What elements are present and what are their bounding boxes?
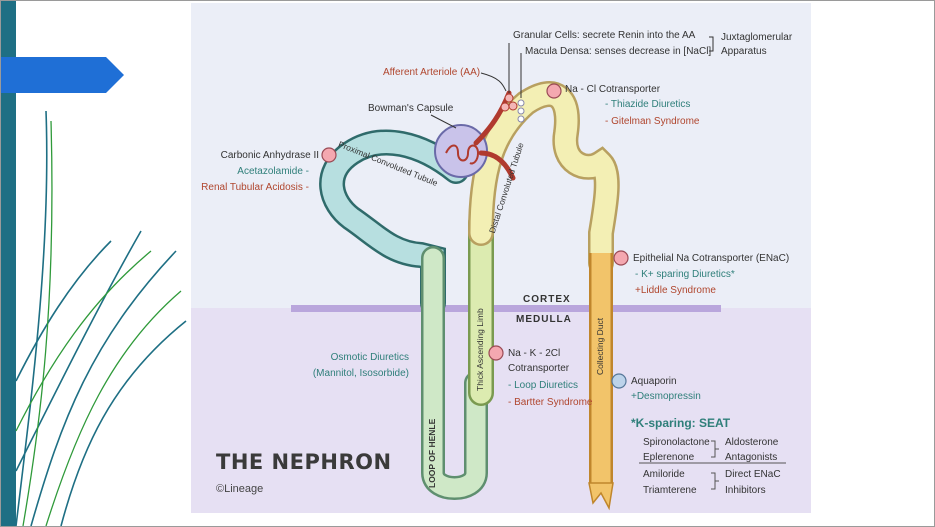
diagram-credit: ©Lineage — [216, 483, 264, 495]
slide-arrow-tab — [1, 57, 124, 93]
aquaporin-label: Aquaporin — [631, 376, 677, 387]
cd-torn-end — [588, 482, 614, 511]
medulla-label: MEDULLA — [516, 314, 572, 325]
nkcc-label-2: Cotransporter — [508, 363, 570, 374]
osmotic-examples-label: (Mannitol, Isosorbide) — [312, 368, 409, 379]
inhibitors-label: Inhibitors — [725, 485, 766, 496]
nkcc-label: Na - K - 2Cl — [508, 348, 561, 359]
carbonic-anhydrase-marker — [321, 147, 337, 163]
loop-label: LOOP OF HENLE — [427, 418, 437, 488]
enac-label: Epithelial Na Cotransporter (ENaC) — [633, 253, 790, 264]
triamterene-label: Triamterene — [643, 485, 697, 496]
nephron-diagram: Proximal Convoluted Tubule Distal Convol… — [191, 3, 811, 513]
afferent-arteriole-label: Afferent Arteriole (AA) — [383, 67, 481, 78]
direct-enac-label: Direct ENaC — [725, 469, 781, 480]
nephron-illustration — [191, 36, 811, 513]
granular-cells — [500, 93, 518, 112]
nkcc-marker — [488, 345, 504, 361]
medulla-region — [191, 308, 811, 513]
nacl-cotransporter-marker — [546, 83, 562, 99]
thiazide-label: - Thiazide Diuretics — [605, 99, 691, 110]
seat-title: *K-sparing: SEAT — [631, 416, 731, 430]
seat-dividers — [639, 440, 786, 490]
left-accent-band — [1, 1, 16, 526]
amiloride-label: Amiloride — [643, 469, 685, 480]
efferent-arteriole — [478, 150, 516, 181]
cortex-medulla-boundary — [291, 305, 721, 312]
jga-name-line1: Juxtaglomerular — [721, 32, 793, 43]
desmopressin-label: +Desmopressin — [631, 391, 701, 402]
glomerulus-coil — [445, 144, 480, 165]
loop-tube — [423, 248, 486, 498]
leader-lines — [430, 36, 714, 129]
aldosterone-label: Aldosterone — [725, 437, 779, 448]
loop-diuretics-label: - Loop Diuretics — [508, 380, 579, 391]
dct-tube — [470, 83, 618, 274]
acetazolamide-label: Acetazolamide - — [237, 166, 309, 177]
cortex-label: CORTEX — [523, 294, 571, 305]
carbonic-anhydrase-label: Carbonic Anhydrase II — [220, 150, 319, 161]
gitelman-label: - Gitelman Syndrome — [605, 116, 700, 127]
granular-cells-label: Granular Cells: secrete Renin into the A… — [513, 30, 696, 41]
macula-densa-label: Macula Densa: senses decrease in [NaCl] — [525, 46, 712, 57]
rta-label: Renal Tubular Acidosis - — [201, 182, 309, 193]
aquaporin-marker — [611, 373, 627, 389]
bartter-label: - Bartter Syndrome — [508, 397, 593, 408]
diagram-title: THE NEPHRON — [216, 450, 392, 474]
k-sparing-label: - K+ sparing Diuretics* — [635, 269, 735, 280]
macula-densa-cells — [517, 99, 525, 123]
jga-name-line2: Apparatus — [721, 46, 767, 57]
cd-label: Collecting Duct — [595, 317, 605, 375]
bowmans-capsule-shape — [434, 124, 488, 178]
thick-limb-label: Thick Ascending Limb — [475, 308, 485, 391]
liddle-label: +Liddle Syndrome — [635, 285, 716, 296]
osmotic-diuretics-label: Osmotic Diuretics — [330, 352, 409, 363]
eplerenone-label: Eplerenone — [643, 452, 695, 463]
nacl-label: Na - Cl Cotransporter — [565, 84, 661, 95]
enac-marker — [613, 250, 629, 266]
decorative-swooshes — [15, 110, 187, 526]
pct-tube — [321, 132, 467, 314]
spironolactone-label: Spironolactone — [643, 437, 710, 448]
bowmans-capsule-label: Bowman's Capsule — [368, 103, 454, 114]
antagonists-label: Antagonists — [725, 452, 778, 463]
